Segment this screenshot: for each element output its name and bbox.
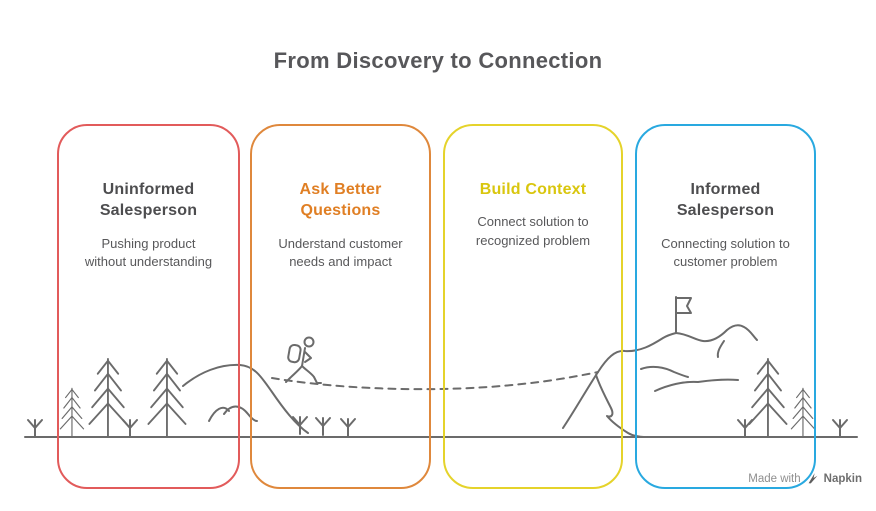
page-title: From Discovery to Connection	[273, 48, 603, 73]
panel-title: Informed Salesperson	[676, 181, 775, 220]
grass-sprout	[27, 419, 43, 438]
watermark-brand-label: Napkin	[823, 472, 862, 485]
panel-title: Build Context	[479, 181, 587, 198]
panel-uninformed-salesperson: Uninformed Salesperson Pushing product w…	[57, 124, 240, 489]
panel-title: Ask Better Questions	[299, 181, 382, 220]
panel-informed-salesperson: Informed Salesperson Connecting solution…	[635, 124, 816, 489]
made-with-napkin-watermark: Made with Napkin	[748, 472, 862, 485]
panel-subtitle: Connecting solution to customer problem	[661, 235, 790, 270]
panel-subtitle: Pushing product without understanding	[84, 235, 213, 270]
panel-ask-better-questions: Ask Better Questions Understand customer…	[250, 124, 431, 489]
napkin-pen-icon	[808, 473, 818, 484]
grass-sprout	[832, 419, 848, 438]
panel-subtitle: Connect solution to recognized problem	[475, 214, 591, 248]
panel-subtitle: Understand customer needs and impact	[278, 235, 403, 270]
panel-build-context: Build Context Connect solution to recogn…	[443, 124, 623, 489]
panel-title: Uninformed Salesperson	[99, 181, 198, 220]
watermark-made-with-label: Made with	[748, 472, 801, 485]
